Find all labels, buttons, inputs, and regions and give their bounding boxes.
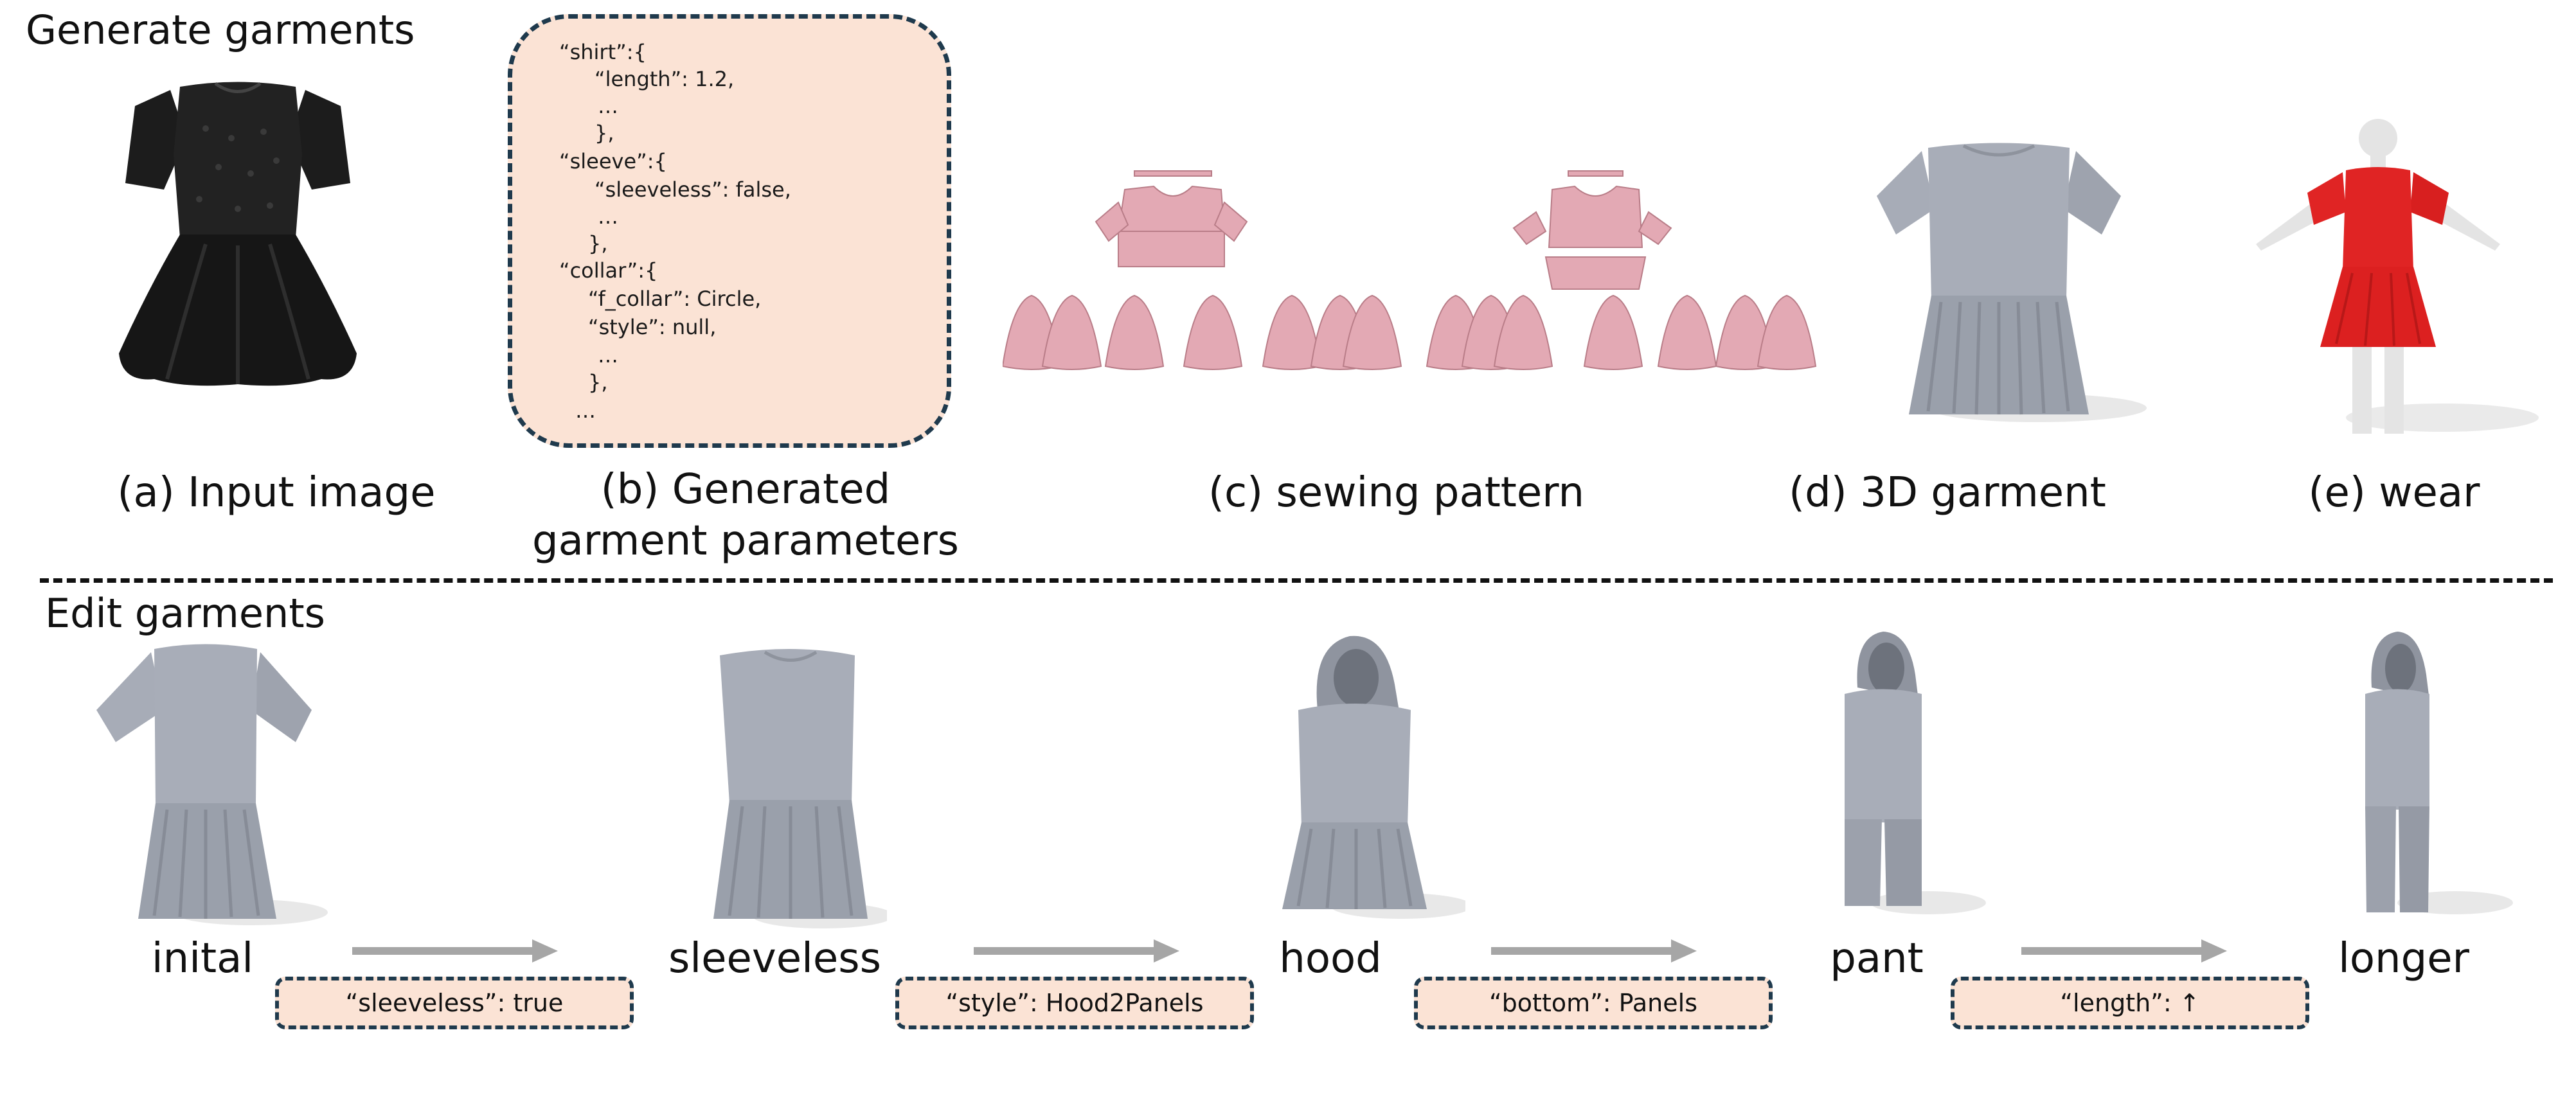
caption-sewing-pattern: (c) sewing pattern — [1208, 469, 1584, 517]
param-line: … — [575, 398, 596, 423]
caption-line: garment parameters — [532, 517, 959, 565]
arrow-right-icon — [2021, 938, 2227, 964]
edit-garments-title: Edit garments — [45, 590, 325, 637]
edit-op-bottom: “bottom”: Panels — [1414, 977, 1773, 1029]
param-line: “sleeveless”: false, — [595, 177, 791, 202]
generate-garments-title: Generate garments — [26, 6, 415, 53]
arrow-right-icon — [352, 938, 558, 964]
param-line: “f_collar”: Circle, — [588, 287, 762, 311]
param-line: “collar”:{ — [559, 258, 658, 283]
step-label-hood: hood — [1279, 935, 1382, 982]
sewing-pattern — [1003, 161, 1825, 379]
garment-sleeveless — [694, 643, 887, 938]
caption-generated-parameters: (b) Generated garment parameters — [527, 464, 964, 567]
garment-parameters-box — [508, 14, 951, 448]
input-dress-image — [109, 77, 366, 392]
param-line: … — [598, 343, 618, 368]
param-line: … — [598, 204, 618, 229]
arrow-right-icon — [1491, 938, 1697, 964]
param-line: }, — [588, 370, 608, 395]
param-line: “length”: 1.2, — [595, 67, 735, 91]
wear-render — [2250, 116, 2545, 450]
caption-input-image: (a) Input image — [117, 469, 436, 517]
arrow-right-icon — [974, 938, 1179, 964]
caption-line: (b) Generated — [600, 466, 891, 513]
step-label-inital: inital — [151, 935, 254, 982]
garment-longer — [2346, 630, 2513, 925]
edit-op-sleeveless: “sleeveless”: true — [275, 977, 634, 1029]
garment-hood — [1273, 633, 1465, 928]
step-label-longer: longer — [2338, 935, 2469, 982]
section-divider — [40, 578, 2553, 583]
param-line: }, — [588, 231, 608, 256]
3d-garment-render — [1845, 138, 2153, 434]
caption-3d-garment: (d) 3D garment — [1789, 469, 2106, 517]
edit-op-hood: “style”: Hood2Panels — [895, 977, 1254, 1029]
step-label-sleeveless: sleeveless — [668, 935, 881, 982]
param-line: “style”: null, — [588, 315, 717, 339]
step-label-pant: pant — [1830, 935, 1924, 982]
edit-op-length: “length”: ↑ — [1951, 977, 2309, 1029]
garment-pant — [1819, 630, 1986, 925]
garment-inital — [90, 639, 334, 935]
param-line: “sleeve”:{ — [559, 149, 667, 173]
param-line: “shirt”:{ — [559, 40, 647, 64]
param-line: }, — [595, 121, 614, 145]
param-line: … — [598, 94, 618, 118]
caption-wear: (e) wear — [2308, 469, 2480, 517]
